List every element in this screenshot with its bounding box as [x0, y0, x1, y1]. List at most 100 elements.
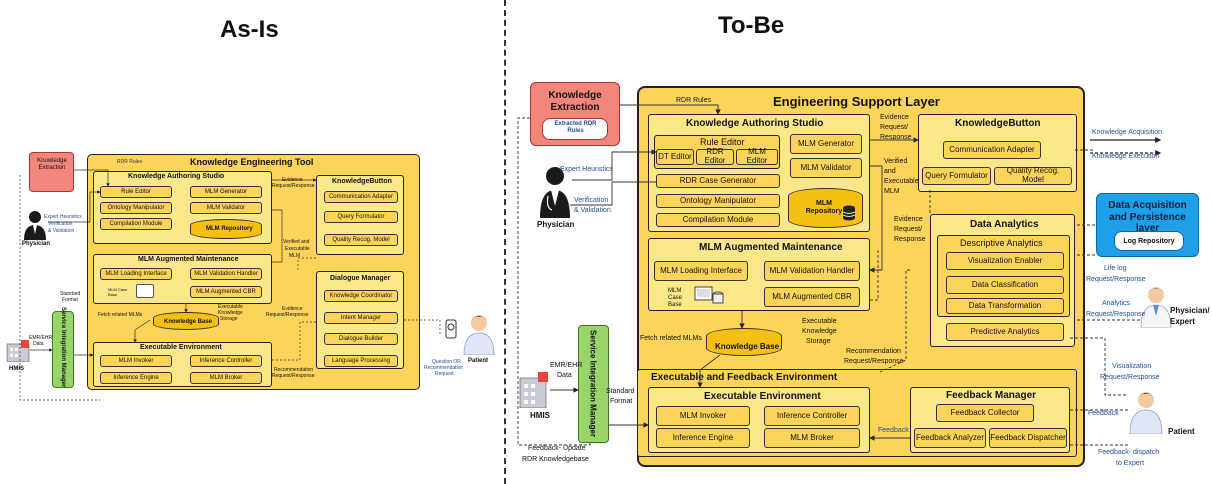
to-be-recom-2: Request/Response	[844, 358, 904, 365]
to-be-evidence-2: Request/	[880, 124, 909, 131]
to-be-physician-label: Physician	[537, 220, 575, 229]
to-be-rdr-rules: RDR Rules	[676, 97, 712, 104]
as-is-verification: Verification	[48, 221, 73, 227]
as-is-verified-2: Executable	[285, 246, 310, 252]
to-be-feedback-update-1: Feedback- Update	[528, 445, 586, 452]
to-be-legend-exec: Knowledge Execution	[1092, 153, 1160, 160]
to-be-feedback-dispatcher: Feedback Dispatcher	[989, 428, 1067, 448]
as-is-knowledge-base-label: Knowledge Base	[164, 319, 213, 325]
as-is-ontology-manipulator: Ontology Manipulator	[100, 202, 172, 214]
to-be-sim-label: Service Integration Manager	[588, 329, 598, 438]
as-is-heading: As-Is	[220, 16, 279, 43]
to-be-recom-1: Recommendation	[846, 348, 901, 355]
to-be-dt-editor: DT Editor	[656, 149, 694, 165]
to-be-patient-icon	[1129, 392, 1163, 434]
as-is-question-2: Recommendation	[424, 365, 464, 371]
to-be-analytics-2: Request/Response	[1086, 311, 1146, 318]
as-is-kb-title: KnowledgeButton	[332, 178, 392, 185]
to-be-knowledge-base-label: Knowledge Base	[715, 342, 780, 351]
to-be-data-transformation: Data Transformation	[946, 298, 1064, 314]
as-is-rule-editor: Rule Editor	[100, 186, 172, 198]
as-is-mlm-validation-handler: MLM Validation Handler	[190, 268, 262, 280]
to-be-verified-3: Executable	[884, 178, 919, 185]
to-be-evidence-b-1: Evidence	[894, 216, 923, 223]
to-be-standard-2: Format	[610, 398, 633, 405]
as-is-language-processing: Language Processing	[324, 355, 398, 367]
to-be-dapl-title: Data Acquisition and Persistence layer	[1108, 200, 1187, 234]
to-be-fetch: Fetch related MLMs	[640, 335, 702, 342]
as-is-compilation-module: Compilation Module	[100, 218, 172, 230]
as-is-physician-label: Physician	[22, 241, 51, 247]
as-is-dialogue-builder: Dialogue Builder	[324, 333, 398, 345]
to-be-legend-acq: Knowledge Acquisition	[1092, 129, 1163, 136]
as-is-hmis-label: HMIS	[9, 366, 24, 372]
as-is-recom-1: Recommendation	[274, 367, 314, 373]
to-be-lifelog-1: Life log	[1104, 265, 1127, 272]
as-is-mlm-generator: MLM Generator	[190, 186, 262, 198]
to-be-mlm-invoker: MLM Invoker	[656, 406, 750, 426]
as-is-mlm-invoker: MLM Invoker	[100, 355, 172, 367]
as-is-dm-title: Dialogue Manager	[330, 275, 391, 282]
to-be-feedback-right: Feedback	[1088, 410, 1119, 417]
as-is-inference-engine: Inference Engine	[100, 372, 172, 384]
to-be-ontology-manipulator: Ontology Manipulator	[656, 194, 780, 208]
to-be-query-formulator: Query Formulator	[922, 167, 991, 185]
to-be-rdr-case-generator: RDR Case Generator	[656, 174, 780, 188]
to-be-evidence-b-3: Response	[894, 236, 926, 243]
as-is-emr-1: EMR/EHR	[29, 335, 53, 341]
as-is-mlm-repository	[190, 219, 262, 239]
as-is-communication-adapter: Communication Adapter	[324, 191, 398, 203]
to-be-hmis-icon	[519, 372, 548, 408]
to-be-kas-title: Knowledge Authoring Studio	[686, 118, 824, 129]
as-is-mlm-augmented-cbr: MLM Augmented CBR	[190, 286, 262, 298]
as-is-mlm-loading-interface: MLM Loading Interface	[100, 268, 172, 280]
to-be-validation: & Validation	[574, 207, 611, 214]
to-be-predictive-analytics: Predictive Analytics	[946, 323, 1064, 341]
to-be-heading: To-Be	[718, 12, 785, 39]
to-be-esl-title: Engineering Support Layer	[773, 94, 940, 109]
to-be-dispatch-1: Feedback- dispatch	[1098, 449, 1160, 456]
to-be-exec-storage-1: Executable	[802, 318, 837, 325]
as-is-standard-2: Format	[62, 297, 78, 303]
to-be-descriptive-label: Descriptive Analytics	[960, 238, 1043, 248]
as-is-case-base-icon	[136, 284, 154, 298]
to-be-emr-1: EMR/EHR	[550, 362, 583, 369]
to-be-ke-title: Knowledge Extraction	[548, 90, 602, 113]
to-be-legend-lines	[1090, 137, 1162, 156]
as-is-rdr-rules: RDR Rules	[117, 159, 143, 165]
to-be-mlm-validator: MLM Validator	[790, 158, 862, 178]
to-be-case-base-icon	[694, 286, 724, 304]
as-is-question-1: Question OR	[432, 359, 461, 365]
as-is-mlm-am-title: MLM Augmented Maintenance	[138, 256, 239, 263]
to-be-da-title: Data Analytics	[970, 219, 1039, 230]
as-is-evidence-rr-2: Request/Response	[272, 183, 315, 189]
to-be-mlm-repository-label: MLM Repository	[805, 200, 843, 216]
as-is-physician-icon	[24, 211, 46, 240]
as-is-connectors	[19, 169, 441, 401]
as-is-evidence2-2: Request/Response	[266, 312, 309, 318]
as-is-intent-manager: Intent Manager	[324, 312, 398, 324]
as-is-phone-icon	[445, 319, 457, 339]
to-be-lifelog-2: Request/Response	[1086, 276, 1146, 283]
as-is-query-formulator: Query Formulator	[324, 211, 398, 223]
as-is-evidence2-1: Evidence	[282, 306, 303, 312]
as-is-knowledge-coordinator: Knowledge Coordinator	[324, 290, 398, 302]
to-be-physician-expert-1: Physician/	[1170, 306, 1210, 315]
to-be-exec-storage-2: Knowledge	[802, 328, 837, 335]
to-be-feedback-inner: Feedback	[878, 427, 909, 434]
to-be-dispatch-2: to Expert	[1116, 460, 1145, 467]
to-be-standard-1: Standard	[606, 388, 635, 395]
as-is-question-3: Request	[435, 371, 454, 377]
as-is-hmis-icon	[6, 340, 30, 362]
as-is-fetch: Fetch related MLMs	[98, 312, 143, 318]
to-be-fm-title: Feedback Manager	[946, 390, 1037, 401]
to-be-expert-heuristics: Expert Heuristics	[560, 166, 613, 173]
to-be-patient-label: Patient	[1168, 427, 1195, 436]
to-be-visualization-enabler: Visualization Enabler	[946, 252, 1064, 270]
to-be-log-repository: Log Repository	[1114, 231, 1184, 251]
to-be-mlm-am-title: MLM Augmented Maintenance	[699, 242, 843, 253]
to-be-ke-sub: Extracted RDR Rules	[554, 121, 597, 134]
to-be-hmis-label: HMIS	[530, 411, 550, 420]
to-be-exec-title: Executable Environment	[704, 391, 821, 402]
as-is-patient-label: Patient	[468, 358, 489, 364]
